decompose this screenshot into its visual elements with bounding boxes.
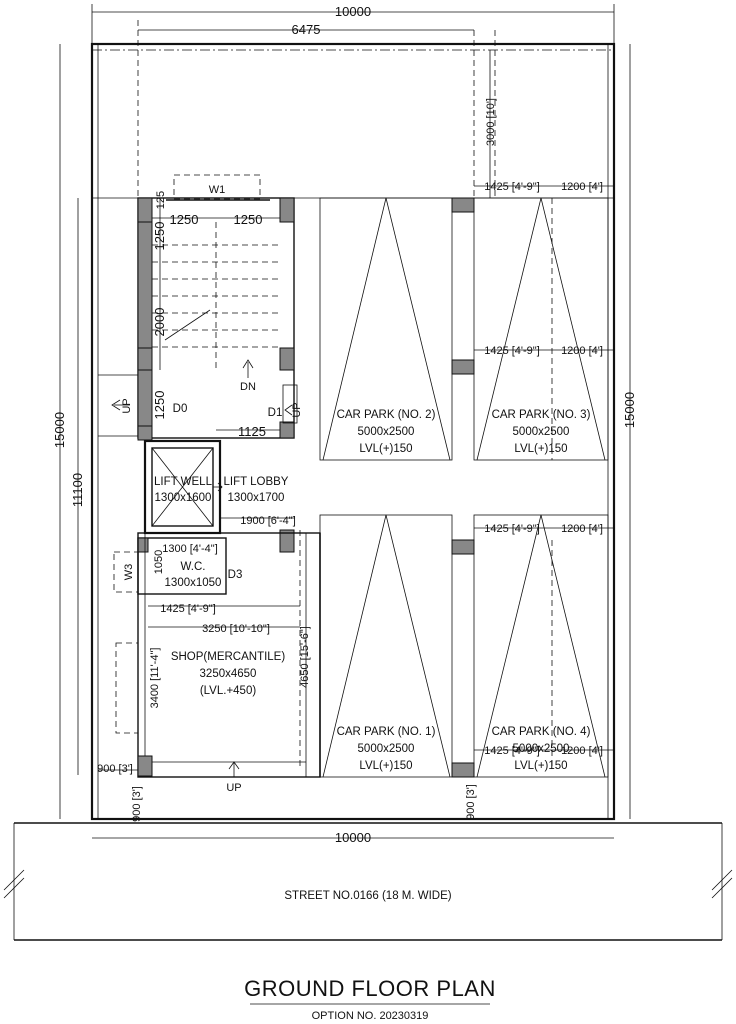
car-park-4-triangle [476, 514, 606, 778]
dim-stair-top: 125 [155, 191, 167, 209]
car-park-1-size: 5000x2500 [358, 743, 415, 755]
dim-wc-h: 1050 [153, 550, 165, 574]
dim-landing-h: 1250 [152, 391, 167, 420]
car-park-3-size: 5000x2500 [513, 426, 570, 438]
dim-stair-h-a: 1250 [152, 222, 167, 251]
car-park-2-level: LVL(+)150 [359, 443, 412, 455]
stair-column-mid-right [279, 347, 295, 371]
shop-name: SHOP(MERCANTILE) [171, 651, 286, 663]
window-w1-outline [173, 174, 261, 200]
car-park-2-name: CAR PARK (NO. 2) [337, 409, 436, 421]
street-break-right-icon [711, 869, 733, 899]
dim-col-off-8: 1200 [4'] [561, 745, 603, 757]
stair-column-top-right [279, 197, 295, 223]
lift-cross-b [151, 447, 214, 527]
dim-bottom-left: 900 [3'] [97, 763, 133, 775]
lift-lobby-size: 1300x1700 [228, 492, 285, 504]
car-park-4-size: 5000x2500 [513, 743, 570, 755]
shop-level: (LVL.+450) [200, 685, 257, 697]
column-mid-2 [451, 359, 475, 375]
shop-side-window [115, 642, 139, 734]
up-arrow-icon [111, 399, 121, 411]
dim-stair-w-a: 1250 [170, 212, 199, 227]
dim-shop-offset: 1425 [4'-9"] [160, 603, 216, 615]
column-mid-3 [451, 539, 475, 555]
dim-left-overall: 15000 [52, 412, 67, 448]
wc-name: W.C. [181, 561, 206, 573]
d1-up-label: UP [291, 402, 303, 417]
wc-size: 1300x1050 [165, 577, 222, 589]
street-break-left-icon [3, 869, 25, 899]
dim-col-off-7: 1425 [4'-9"] [484, 745, 540, 757]
stair-column-bottom-left [137, 425, 153, 441]
dim-col-off-5: 1425 [4'-9"] [484, 523, 540, 535]
stair-column-bottom-right [279, 421, 295, 439]
plot-boundary [90, 42, 616, 821]
wc-column-top [137, 537, 149, 553]
door-d1-label: D1 [268, 407, 283, 419]
stair-treads [152, 222, 280, 372]
dim-wc-w: 1300 [4'-4"] [162, 543, 218, 555]
window-w3-label: W3 [123, 564, 135, 581]
dim-col-off-1: 1425 [4'-9"] [484, 181, 540, 193]
dim-bottom-v-right: 900 [3'] [465, 784, 477, 820]
dim-landing-w: 1125 [238, 424, 266, 439]
lift-well-name: LIFT WELL [154, 476, 213, 488]
dim-col-off-4: 1200 [4'] [561, 345, 603, 357]
car-park-2-triangle [322, 197, 451, 461]
dim-left-partial: 11100 [70, 473, 85, 507]
dn-arrow-icon [242, 359, 254, 369]
door-d3-label: D3 [228, 569, 243, 581]
column-mid-4 [451, 762, 475, 778]
dim-right-overall: 15000 [622, 392, 637, 428]
plan-title: GROUND FLOOR PLAN [244, 976, 496, 1001]
shop-up-label: UP [226, 782, 241, 794]
dim-col-off-6: 1200 [4'] [561, 523, 603, 535]
car-park-3-level: LVL(+)150 [514, 443, 567, 455]
stair-column-top-left [137, 197, 153, 223]
dim-col-off-2: 1200 [4'] [561, 181, 603, 193]
car-park-4-name: CAR PARK (NO. 4) [492, 726, 591, 738]
lift-well-size: 1300x1600 [155, 492, 212, 504]
column-lobby [279, 529, 295, 553]
dim-top-partial: 6475 [292, 22, 321, 37]
lobby-arrow-icon [213, 482, 223, 492]
window-w1-label: W1 [209, 184, 226, 196]
stair-column-mid-left [137, 347, 153, 371]
dim-shop-h-left: 3400 [11'-4"] [149, 648, 161, 709]
plan-subtitle: OPTION NO. 20230319 [312, 1010, 429, 1022]
dim-shop-w: 3250 [10'-10"] [202, 623, 270, 635]
dim-shop-h-right: 4650 [15'-6"] [299, 626, 311, 688]
car-park-4-level: LVL(+)150 [514, 760, 567, 772]
door-d1-frame [282, 384, 298, 424]
car-park-1-level: LVL(+)150 [359, 760, 412, 772]
dim-stair-h-b: 2000 [152, 308, 167, 337]
street-label: STREET NO.0166 (18 M. WIDE) [284, 890, 451, 902]
stair-up-label: UP [121, 398, 133, 413]
car-park-2-size: 5000x2500 [358, 426, 415, 438]
door-d0-label: D0 [173, 403, 188, 415]
d1-up-arrow-icon [284, 404, 293, 416]
car-park-1-name: CAR PARK (NO. 1) [337, 726, 436, 738]
stair-dn-label: DN [240, 381, 256, 393]
car-park-3-name: CAR PARK (NO. 3) [492, 409, 591, 421]
shop-up-arrow-icon [228, 761, 240, 770]
shop-size: 3250x4650 [200, 668, 257, 680]
lift-lobby-name: LIFT LOBBY [224, 476, 289, 488]
dim-bottom-v-left: 900 [3'] [131, 786, 143, 822]
dim-right-setback: 3000 [10'] [485, 98, 497, 146]
shop-column-bottom-left [137, 755, 153, 777]
dim-lobby-gap: 1900 [6'-4"] [240, 515, 296, 527]
stair-wall-left [137, 197, 153, 439]
car-park-1-triangle [322, 514, 451, 778]
column-mid-1 [451, 197, 475, 213]
car-park-3-triangle [476, 197, 606, 461]
dim-bottom-overall: 10000 [335, 830, 371, 845]
dim-stair-w-b: 1250 [234, 212, 263, 227]
dim-col-off-3: 1425 [4'-9"] [484, 345, 540, 357]
dim-top-overall: 10000 [335, 4, 371, 19]
